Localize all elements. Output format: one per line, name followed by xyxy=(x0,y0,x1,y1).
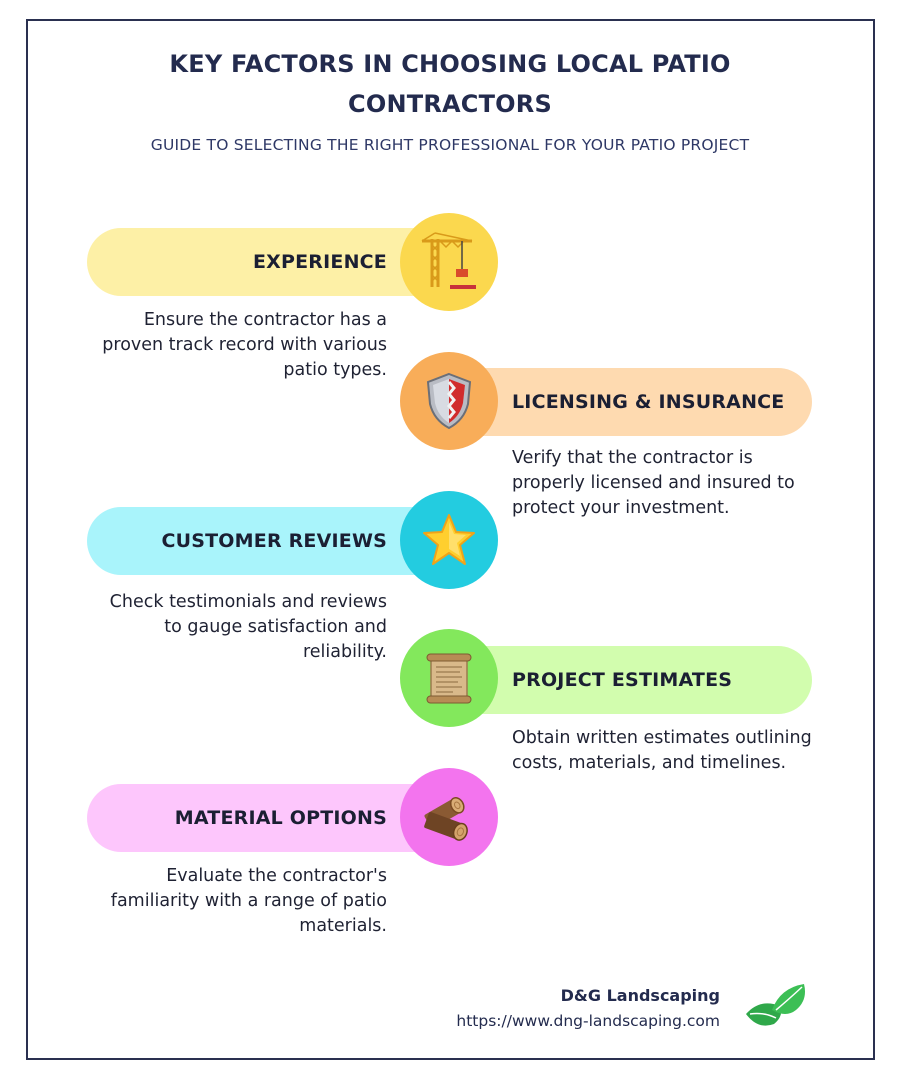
factor-description: Evaluate the contractor's familiarity wi… xyxy=(110,866,387,936)
factor-pill-materials: MATERIAL OPTIONS xyxy=(87,784,447,852)
factor-icon-circle xyxy=(400,352,498,450)
factor-description: Verify that the contractor is properly l… xyxy=(512,448,795,518)
factor-pill-estimates: PROJECT ESTIMATES xyxy=(450,646,812,714)
factor-icon-circle xyxy=(400,629,498,727)
factor-description: Obtain written estimates outlining costs… xyxy=(512,728,812,773)
shield-icon xyxy=(426,372,472,430)
factor-title: PROJECT ESTIMATES xyxy=(512,669,733,691)
factor-title: LICENSING & INSURANCE xyxy=(512,391,785,413)
factor-title: EXPERIENCE xyxy=(252,251,387,273)
factor-icon-circle xyxy=(400,768,498,866)
factor-description: Check testimonials and reviews to gauge … xyxy=(109,592,387,662)
page-title: KEY FACTORS IN CHOOSING LOCAL PATIO CONT… xyxy=(169,50,731,118)
factor-pill-licensing: LICENSING & INSURANCE xyxy=(450,368,812,436)
wood-logs-icon xyxy=(424,797,468,841)
company-url[interactable]: https://www.dng-landscaping.com xyxy=(456,1012,720,1030)
factor-icon-circle xyxy=(400,213,498,311)
company-name: D&G Landscaping xyxy=(560,986,720,1005)
factor-title: MATERIAL OPTIONS xyxy=(174,807,387,829)
scroll-icon xyxy=(426,653,472,704)
crane-icon xyxy=(421,232,476,289)
leaves-icon xyxy=(746,984,805,1026)
factor-pill-experience: EXPERIENCE xyxy=(87,228,447,296)
factor-pill-reviews: CUSTOMER REVIEWS xyxy=(87,507,447,575)
factor-description: Ensure the contractor has a proven track… xyxy=(102,310,387,380)
factor-title: CUSTOMER REVIEWS xyxy=(161,530,387,552)
factor-icon-circle xyxy=(400,491,498,589)
star-icon xyxy=(423,514,475,565)
page-subtitle: GUIDE TO SELECTING THE RIGHT PROFESSIONA… xyxy=(150,136,750,154)
